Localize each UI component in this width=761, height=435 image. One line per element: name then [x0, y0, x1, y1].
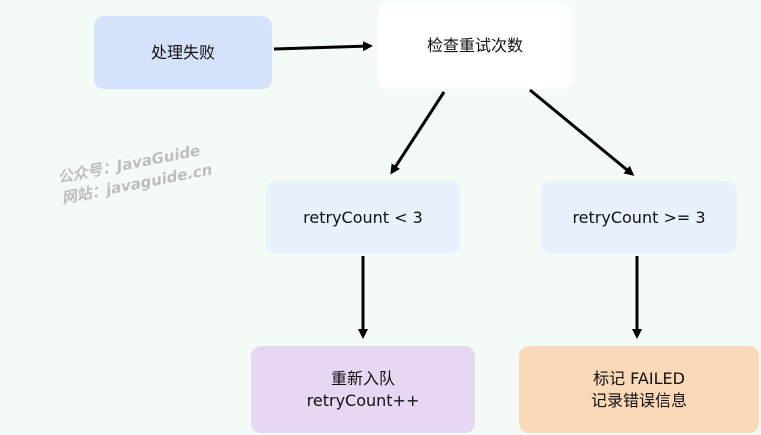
- node-requeue-line-2: retryCount++: [306, 390, 420, 410]
- node-requeue: 重新入队 retryCount++: [251, 346, 475, 433]
- node-requeue-line-1: 重新入队: [330, 368, 395, 388]
- arrow-check-to-ge: [529, 88, 635, 176]
- node-mark-failed-line-1: 标记 FAILED: [593, 368, 685, 388]
- arrow-check-to-lt: [390, 91, 446, 175]
- watermark: 公众号：JavaGuide 网站：javaguide.cn: [56, 139, 214, 209]
- node-retry-at-least-3-label: retryCount >= 3: [572, 207, 706, 227]
- node-retry-at-least-3: retryCount >= 3: [541, 181, 737, 254]
- arrow-failed-to-check: [273, 41, 373, 52]
- node-processing-failed: 处理失败: [94, 16, 272, 89]
- node-retry-less-than-3: retryCount < 3: [266, 181, 460, 254]
- node-mark-failed-line-2: 记录错误信息: [590, 390, 687, 410]
- node-check-retry-count-label: 检查重试次数: [426, 35, 523, 55]
- node-check-retry-count: 检查重试次数: [378, 2, 572, 89]
- node-mark-failed: 标记 FAILED 记录错误信息: [519, 346, 759, 433]
- node-processing-failed-label: 处理失败: [150, 42, 215, 62]
- node-retry-less-than-3-label: retryCount < 3: [303, 207, 423, 227]
